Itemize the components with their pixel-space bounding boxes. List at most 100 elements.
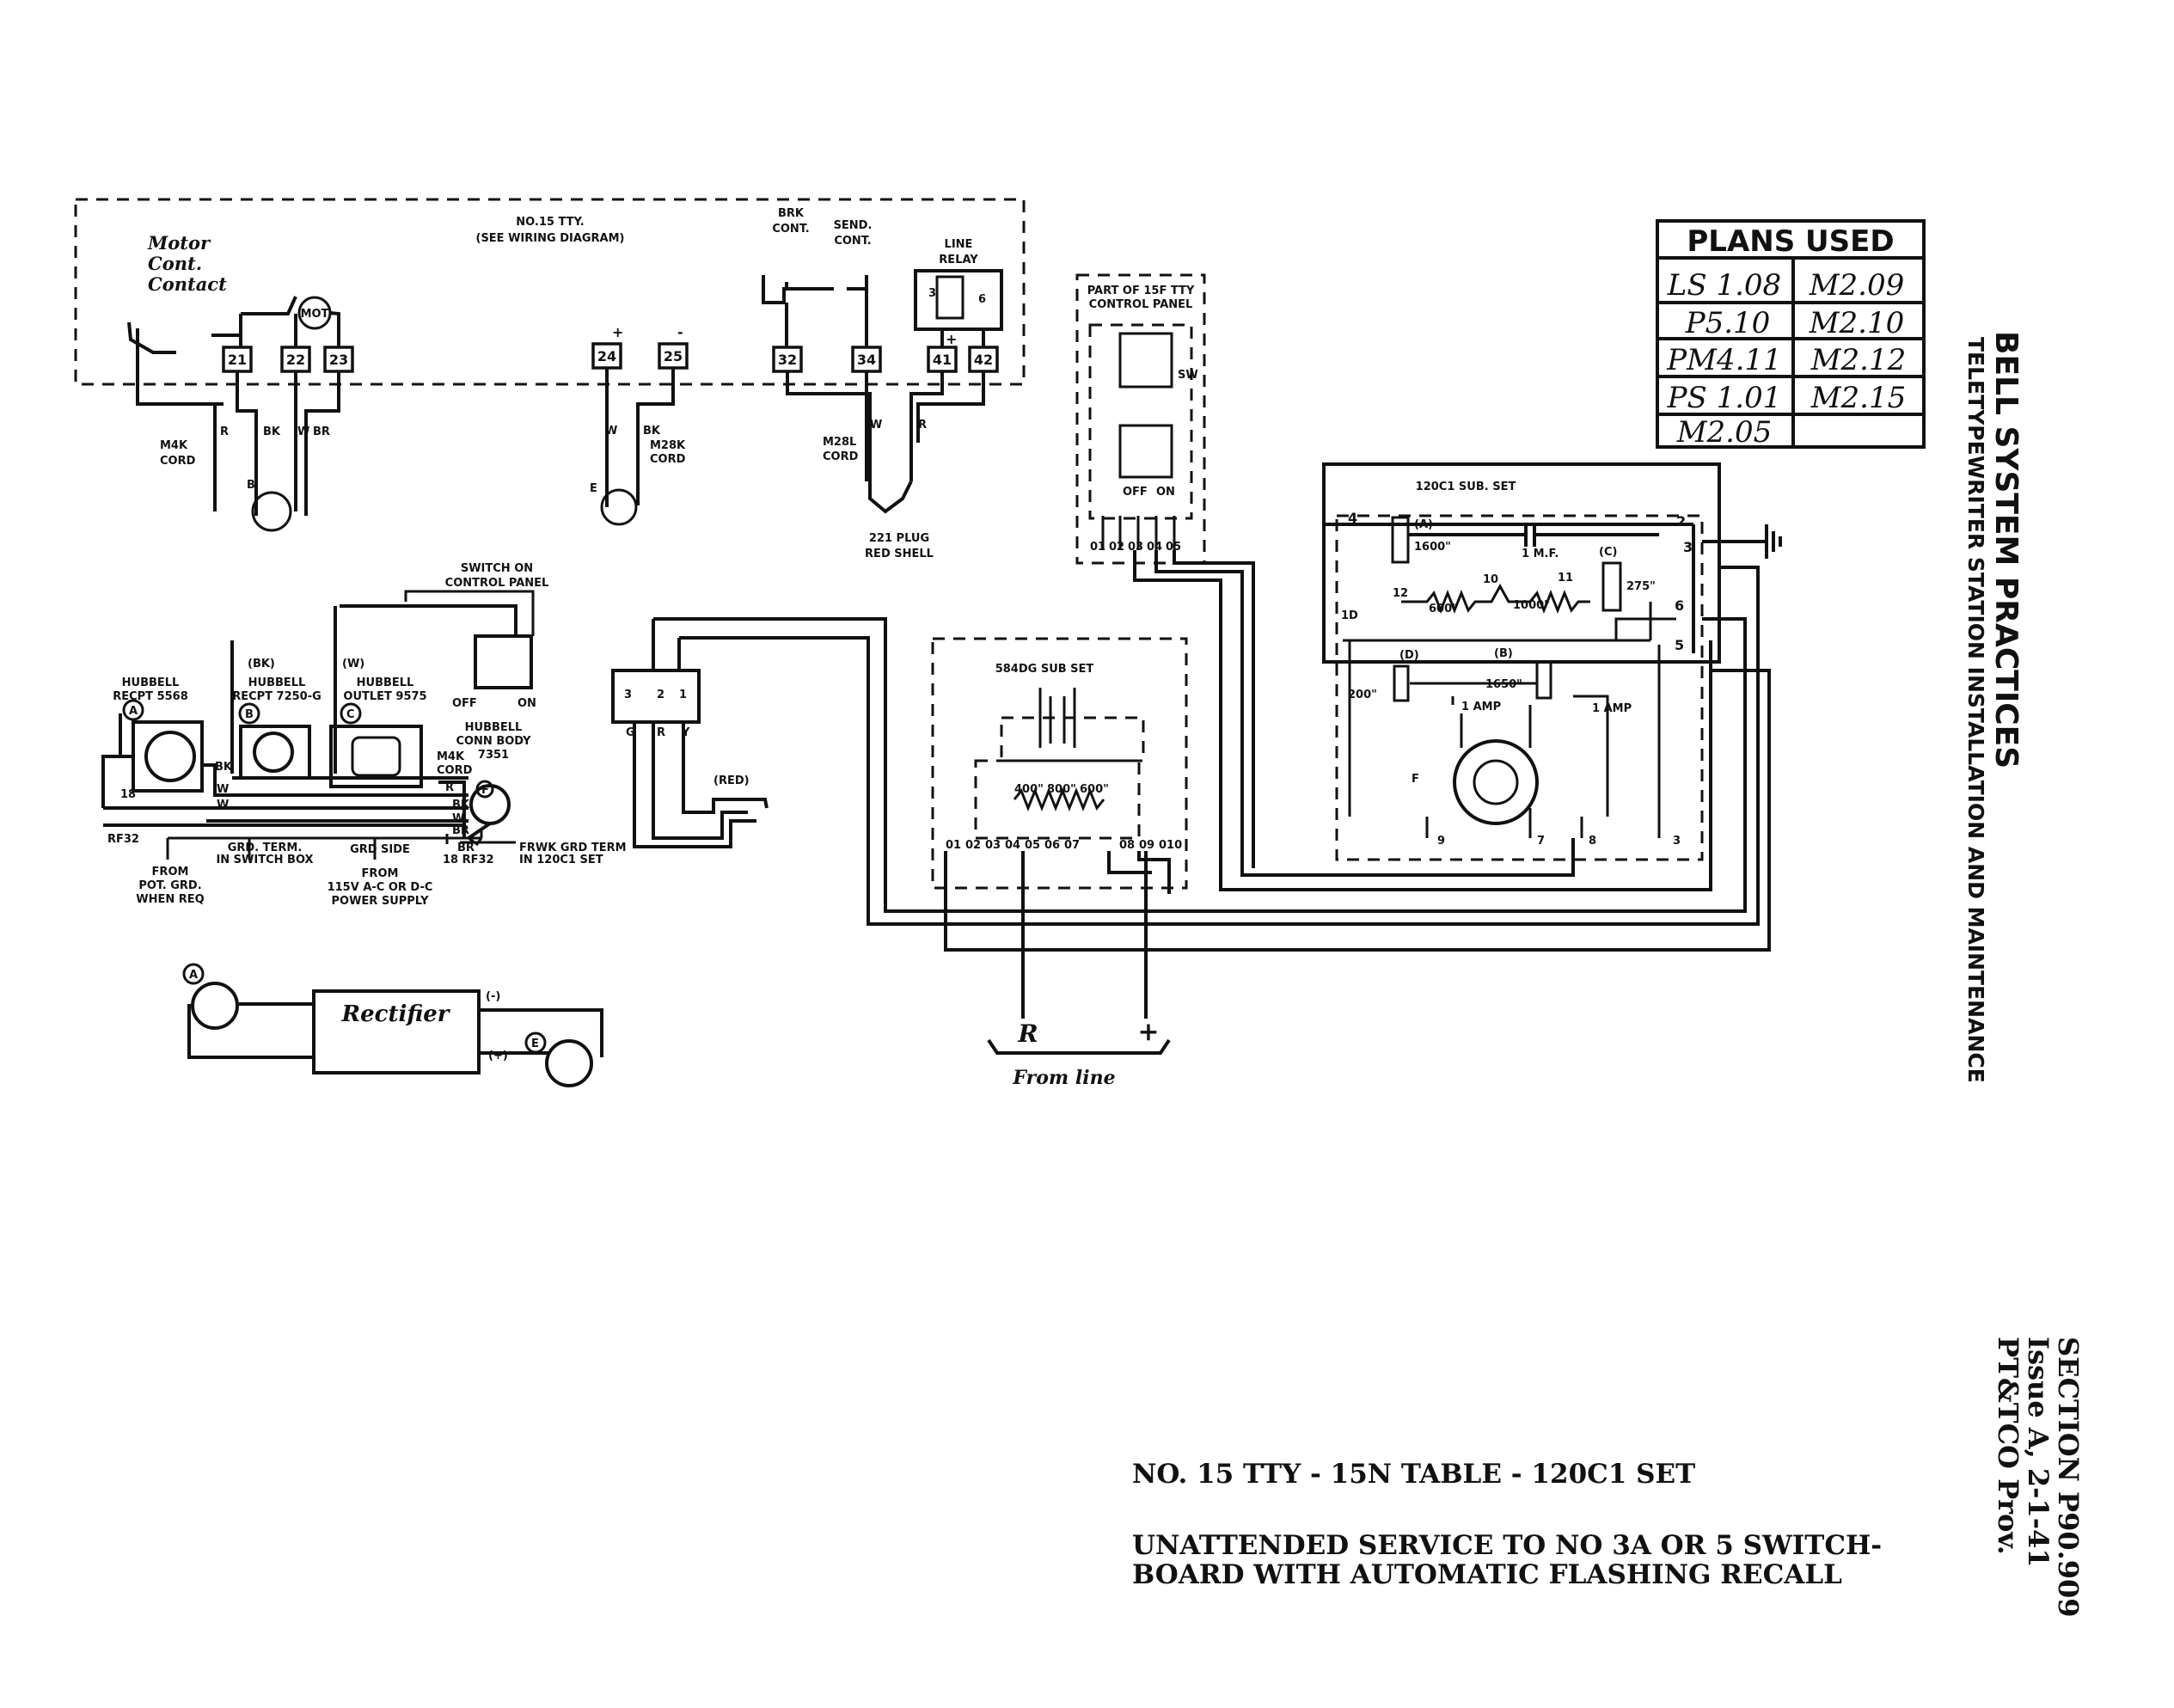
power-rf-2: RF32 bbox=[107, 833, 139, 846]
plans-cell: LS 1.08 bbox=[1667, 268, 1781, 303]
set120-n1d: 1D bbox=[1341, 609, 1358, 622]
jack-body bbox=[611, 669, 701, 724]
line-plus-label: + bbox=[1137, 1017, 1159, 1047]
set584-resistor bbox=[1013, 787, 1105, 812]
panel-sw-label: SW bbox=[1178, 369, 1198, 382]
motor-leads bbox=[294, 311, 340, 347]
tty-title-2: (SEE WIRING DIAGRAM) bbox=[476, 232, 625, 245]
jack-n3: 3 bbox=[624, 689, 632, 701]
line-relay-label-1: LINE bbox=[945, 238, 973, 251]
caption: NO. 15 TTY - 15N TABLE - 120C1 SET UNATT… bbox=[1132, 1459, 1882, 1590]
relay-b-label: (B) bbox=[1494, 647, 1513, 660]
set584-pin: 03 bbox=[985, 839, 1001, 852]
plans-cell: M2.09 bbox=[1809, 268, 1905, 303]
set-584dg-title: 584DG SUB SET bbox=[995, 663, 1094, 676]
plug-e-label: E bbox=[590, 482, 597, 495]
rectifier-block: A Rectifier (-) (+) E bbox=[182, 963, 603, 1087]
set120-n3-bottom: 3 bbox=[1673, 835, 1681, 848]
send-label-1: SEND. bbox=[834, 219, 873, 232]
hubbell-c-outlet bbox=[351, 736, 401, 777]
plans-cell: M2.05 bbox=[1676, 415, 1773, 450]
power-rf3: 18 RF32 bbox=[443, 854, 494, 866]
marker-a-label: A bbox=[129, 705, 138, 718]
switch-label-2: CONTROL PANEL bbox=[445, 577, 549, 590]
relay-c-coil bbox=[1601, 561, 1622, 612]
brk-label-2: CONT. bbox=[772, 223, 809, 236]
set120-n7: 7 bbox=[1537, 835, 1545, 848]
relay-c-ohms: 275" bbox=[1626, 580, 1656, 593]
hubbell-c-label-0: (W) bbox=[342, 658, 364, 670]
terminal-24-plus: + bbox=[612, 324, 623, 340]
brk-label-1: BRK bbox=[778, 207, 805, 220]
power-w-c: W bbox=[217, 799, 229, 811]
plug-b-label: B bbox=[247, 479, 255, 492]
pot-grd-label-2: POT. GRD. bbox=[138, 879, 201, 892]
m28k-cord-wires bbox=[605, 368, 675, 507]
frwk-label-2: IN 120C1 SET bbox=[519, 854, 603, 866]
rectifier-label: Rectifier bbox=[340, 1001, 450, 1027]
set584-pin: 010 bbox=[1159, 839, 1182, 852]
terminal-32-label: 32 bbox=[778, 352, 797, 368]
control-panel-block: PART OF 15F TTY CONTROL PANEL SW OFF ON … bbox=[1075, 273, 1206, 565]
grd-term-label-2: IN SWITCH BOX bbox=[216, 854, 313, 866]
rect-plug-a bbox=[191, 982, 239, 1030]
hubbell-b-label-0: (BK) bbox=[248, 658, 275, 670]
jack-n2: 2 bbox=[657, 689, 664, 701]
set-120c1-title: 120C1 SUB. SET bbox=[1416, 481, 1516, 493]
plug-221-label-1: 221 PLUG bbox=[869, 532, 929, 545]
conn-body-label-3: 7351 bbox=[478, 749, 509, 762]
plug-221-body bbox=[868, 481, 913, 514]
m28l-cord-wires bbox=[786, 371, 985, 481]
rect-plug-e bbox=[545, 1039, 593, 1087]
caption-line-1: NO. 15 TTY - 15N TABLE - 120C1 SET bbox=[1132, 1459, 1695, 1490]
send-label-2: CONT. bbox=[834, 235, 871, 248]
set120-n12: 12 bbox=[1393, 587, 1408, 600]
plans-table-frame bbox=[1656, 219, 1926, 449]
switch-on: ON bbox=[517, 697, 536, 710]
resistor-1000: 1000" bbox=[1513, 599, 1550, 612]
line-relay-coil bbox=[935, 275, 965, 320]
set-584dg-lower bbox=[974, 759, 1141, 840]
hubbell-b-label-1: HUBBELL bbox=[248, 676, 306, 689]
relay-pin-3: 3 bbox=[928, 287, 936, 300]
rect-marker-a bbox=[182, 963, 205, 985]
terminal-34-label: 34 bbox=[857, 352, 876, 368]
relay-a-label: (A) bbox=[1414, 518, 1433, 531]
line-relay-leads bbox=[940, 329, 985, 347]
receptacle-f bbox=[1453, 739, 1539, 825]
panel-switch-upper bbox=[1118, 332, 1173, 389]
ground-symbol bbox=[1702, 524, 1782, 559]
line-relay-label-2: RELAY bbox=[939, 254, 978, 266]
pot-grd-label-1: FROM bbox=[152, 866, 189, 878]
line-r-label: R bbox=[1017, 1019, 1038, 1048]
m28l-w: W bbox=[870, 419, 882, 432]
m28k-label-1: M28K bbox=[650, 439, 686, 452]
relay-pin-6: 6 bbox=[978, 293, 986, 306]
capacitor-label: 1 M.F. bbox=[1522, 548, 1559, 560]
motor-label-3: Contact bbox=[148, 273, 227, 295]
rect-marker-e bbox=[524, 1032, 547, 1054]
terminal-24 bbox=[591, 342, 622, 370]
m28l-label-1: M28L bbox=[823, 436, 856, 449]
set120-n2: 2 bbox=[1676, 513, 1686, 530]
rectifier-box bbox=[312, 989, 481, 1074]
plans-cell: M2.12 bbox=[1810, 343, 1907, 377]
line-leads bbox=[1021, 851, 1148, 1019]
set584-pin: 04 bbox=[1005, 839, 1020, 852]
side-titles: BELL SYSTEM PRACTICES TELETYPEWRITER STA… bbox=[1963, 331, 2085, 1618]
plug-e bbox=[600, 488, 638, 526]
m4k-cord-wires bbox=[138, 371, 340, 516]
terminal-24-label: 24 bbox=[597, 348, 616, 364]
plans-used-table: PLANS USED LS 1.08 M2.09 P5.10 M2.10 PM4… bbox=[1656, 219, 1926, 450]
set-120c1-frame bbox=[1322, 462, 1721, 664]
set120-internal-wiring bbox=[1343, 602, 1676, 817]
hubbell-b-label-2: RECPT 7250-G bbox=[232, 690, 322, 703]
relay-c-label: (C) bbox=[1599, 546, 1617, 559]
plans-cell: PS 1.01 bbox=[1667, 381, 1782, 415]
plans-cell: M2.15 bbox=[1810, 381, 1907, 415]
terminal-21 bbox=[222, 346, 253, 373]
brk-send-contacts bbox=[762, 275, 868, 347]
relay-d-coil bbox=[1393, 664, 1410, 702]
set-120c1: 120C1 SUB. SET 4 2 3 6 5 (A) 1600" 1 M.F… bbox=[1322, 462, 1782, 861]
set584-600: 600" bbox=[1080, 783, 1109, 796]
